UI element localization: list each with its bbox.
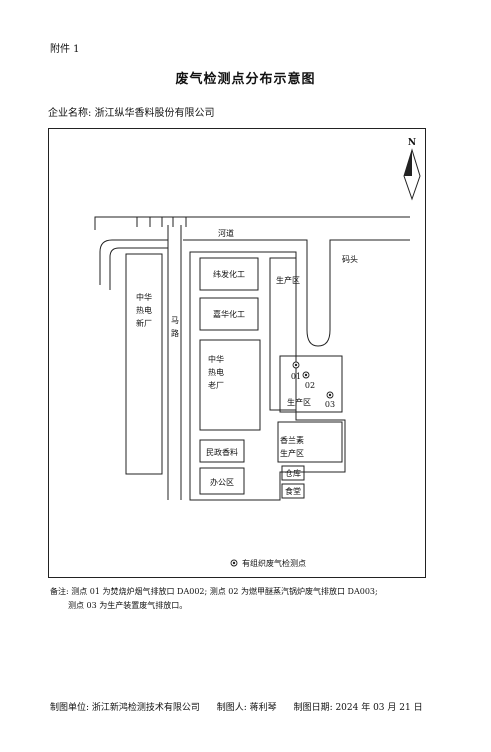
zhonghua-new-label-3: 新厂 [136,318,152,328]
footer: 制图单位: 浙江新鸿检测技术有限公司 制图人: 蒋利琴 制图日期: 2024 年… [50,700,437,713]
zhonghua-old-plant [199,339,261,431]
river-bank-top [94,216,410,230]
jiahua-building [199,297,259,331]
road-label-1: 马 [171,316,179,325]
jiahua-label: 嘉华化工 [213,309,245,319]
company-name: 浙江纵华香料股份有限公司 [94,108,215,119]
point-01-label: 01 [291,372,301,381]
warehouse-label: 仓库 [285,468,301,478]
attachment-label: 附件 1 [50,44,80,55]
zhonghua-old-label-3: 老厂 [208,380,224,390]
zhonghua-old-label-2: 热电 [208,367,224,377]
weifa-building [199,257,259,291]
footer-author: 制图人: 蒋利琴 [216,703,277,713]
page-title: 废气检测点分布示意图 [175,72,316,87]
north-label: N [408,138,416,148]
footer-unit: 制图单位: 浙江新鸿检测技术有限公司 [50,703,200,713]
warehouse-bldg [281,465,305,481]
production-area-top-bldg [269,257,297,411]
main-site-boundary [189,251,346,501]
road-label-2: 路 [171,328,179,338]
monitoring-points [292,361,334,399]
point-02-label: 02 [305,381,315,390]
note-line-1: 备注: 测点 01 为焚烧炉烟气排放口 DA002; 测点 02 为燃甲醚蒸汽锅… [50,587,378,596]
production-area-top-label: 生产区 [276,275,300,285]
note-line-2: 测点 03 为生产装置废气排放口。 [68,601,188,610]
minzheng-bldg [199,439,245,463]
company-line: 企业名称: 浙江纵华香料股份有限公司 [48,104,215,119]
office-label: 办公区 [210,477,234,487]
production-area-label: 生产区 [287,397,311,407]
xianglansu-label-2: 生产区 [280,448,304,458]
point-03-label: 03 [325,400,335,409]
canteen-bldg [281,483,305,499]
company-label: 企业名称: [48,108,92,119]
footer-date: 制图日期: 2024 年 03 月 21 日 [293,703,423,713]
minzheng-label: 民政香料 [206,447,238,457]
zhonghua-new-label-2: 热电 [136,305,152,315]
map-frame [48,128,426,578]
canteen-label: 食堂 [285,486,301,496]
office-bldg [199,467,245,495]
zhonghua-new-label-1: 中华 [136,292,152,302]
zhonghua-old-label-1: 中华 [208,354,224,364]
river-bank-bottom [183,239,410,347]
legend-label: 有组织废气检测点 [242,558,306,568]
xianglansu-bldg [277,421,343,463]
zhonghua-new-plant [125,253,163,475]
dock-label: 码头 [342,254,358,264]
river-label: 河道 [218,228,234,238]
production-area-bldg [279,355,343,413]
xianglansu-label-1: 香兰素 [280,435,304,445]
weifa-label: 纬发化工 [213,269,245,279]
